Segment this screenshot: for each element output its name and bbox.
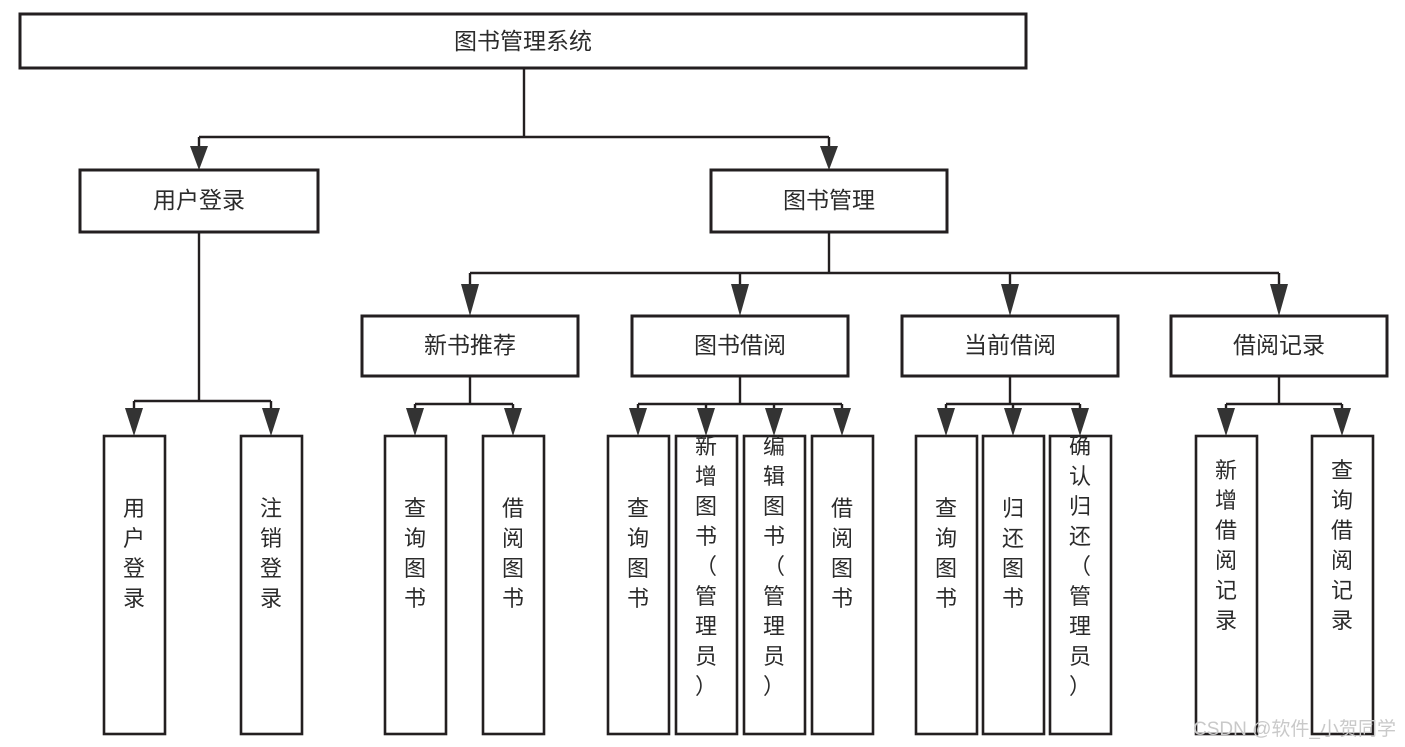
node-book-manage[interactable]: 图书管理 xyxy=(709,168,949,234)
node-leaf-user-login-box[interactable] xyxy=(102,434,167,736)
arrow-head-book-borrow xyxy=(731,284,749,316)
connector-layer xyxy=(125,68,1351,436)
node-leaf-query-book-2[interactable]: 查询图书 xyxy=(606,434,671,736)
node-leaf-add-record-box[interactable] xyxy=(1194,434,1259,736)
node-current-borrow-label: 当前借阅 xyxy=(964,332,1056,358)
node-leaf-logout-login-box[interactable] xyxy=(239,434,304,736)
node-borrow-record[interactable]: 借阅记录 xyxy=(1169,314,1389,378)
arrow-head-leaf-query-book-2 xyxy=(629,408,647,436)
arrow-head-new-book-recommend xyxy=(461,284,479,316)
node-leaf-query-book-1-label: 查询图书 xyxy=(404,496,426,611)
node-new-book-recommend-box[interactable] xyxy=(360,314,580,378)
node-leaf-confirm-return-box[interactable] xyxy=(1048,434,1113,736)
csdn-watermark: CSDN @软件_小贺同学 xyxy=(1193,718,1396,740)
node-leaf-borrow-book-2-box[interactable] xyxy=(810,434,875,736)
arrow-head-leaf-query-book-1 xyxy=(406,408,424,436)
arrow-head-leaf-return-book xyxy=(1004,408,1022,436)
node-user-login[interactable]: 用户登录 xyxy=(78,168,320,234)
node-leaf-return-book-label: 归还图书 xyxy=(1002,496,1024,611)
node-leaf-borrow-book-1-box[interactable] xyxy=(481,434,546,736)
arrow-head-leaf-user-login xyxy=(125,408,143,436)
node-book-borrow[interactable]: 图书借阅 xyxy=(630,314,850,378)
arrow-head-leaf-edit-book xyxy=(765,408,783,436)
node-leaf-edit-book[interactable]: 编辑图书（管理员） xyxy=(742,434,807,736)
node-book-manage-label: 图书管理 xyxy=(783,187,875,213)
arrow-head-bookmanage xyxy=(820,146,838,170)
arrow-head-userlogin xyxy=(190,146,208,170)
node-leaf-query-record-label: 查询借阅记录 xyxy=(1331,458,1353,633)
node-current-borrow-box[interactable] xyxy=(900,314,1120,378)
node-leaf-add-book-box[interactable] xyxy=(674,434,739,736)
arrow-head-leaf-confirm-return xyxy=(1071,408,1089,436)
node-leaf-return-book-box[interactable] xyxy=(981,434,1046,736)
node-book-manage-box[interactable] xyxy=(709,168,949,234)
arrow-head-borrow-record xyxy=(1270,284,1288,316)
node-leaf-edit-book-box[interactable] xyxy=(742,434,807,736)
node-leaf-logout-login[interactable]: 注销登录 xyxy=(239,434,304,736)
arrow-head-leaf-query-record xyxy=(1333,408,1351,436)
node-leaf-query-book-2-label: 查询图书 xyxy=(627,496,649,611)
arrow-head-leaf-query-book-3 xyxy=(937,408,955,436)
node-leaf-borrow-book-2[interactable]: 借阅图书 xyxy=(810,434,875,736)
node-leaf-query-record-box[interactable] xyxy=(1310,434,1375,736)
arrow-head-leaf-borrow-book-1 xyxy=(504,408,522,436)
node-leaf-user-login-label: 用户登录 xyxy=(123,496,145,611)
node-book-borrow-box[interactable] xyxy=(630,314,850,378)
node-leaf-user-login[interactable]: 用户登录 xyxy=(102,434,167,736)
arrow-head-leaf-borrow-book-2 xyxy=(833,408,851,436)
node-leaf-query-book-3-box[interactable] xyxy=(914,434,979,736)
node-user-login-box[interactable] xyxy=(78,168,320,234)
node-leaf-confirm-return-label: 确认归还（管理员） xyxy=(1069,434,1091,699)
node-current-borrow[interactable]: 当前借阅 xyxy=(900,314,1120,378)
node-root-label: 图书管理系统 xyxy=(454,28,592,54)
node-leaf-query-book-1-box[interactable] xyxy=(383,434,448,736)
node-root-box[interactable] xyxy=(18,12,1028,70)
node-leaf-query-book-3[interactable]: 查询图书 xyxy=(914,434,979,736)
node-borrow-record-box[interactable] xyxy=(1169,314,1389,378)
arrow-head-leaf-add-book xyxy=(697,408,715,436)
node-new-book-recommend[interactable]: 新书推荐 xyxy=(360,314,580,378)
node-leaf-edit-book-label: 编辑图书（管理员） xyxy=(763,434,785,699)
arrow-head-current-borrow xyxy=(1001,284,1019,316)
node-user-login-label: 用户登录 xyxy=(153,187,245,213)
node-root[interactable]: 图书管理系统 xyxy=(18,12,1028,70)
node-leaf-return-book[interactable]: 归还图书 xyxy=(981,434,1046,736)
node-leaf-add-book-label: 新增图书（管理员） xyxy=(695,434,717,699)
node-leaf-query-book-3-label: 查询图书 xyxy=(935,496,957,611)
node-leaf-logout-login-label: 注销登录 xyxy=(260,496,282,611)
node-leaf-add-record[interactable]: 新增借阅记录 xyxy=(1194,434,1259,736)
node-leaf-query-book-2-box[interactable] xyxy=(606,434,671,736)
node-leaf-confirm-return[interactable]: 确认归还（管理员） xyxy=(1048,434,1113,736)
node-leaf-query-record[interactable]: 查询借阅记录 xyxy=(1310,434,1375,736)
arrow-head-leaf-add-record xyxy=(1217,408,1235,436)
node-leaf-borrow-book-2-label: 借阅图书 xyxy=(831,496,853,611)
node-leaf-add-book[interactable]: 新增图书（管理员） xyxy=(674,434,739,736)
node-book-borrow-label: 图书借阅 xyxy=(694,332,786,358)
node-borrow-record-label: 借阅记录 xyxy=(1233,332,1325,358)
node-leaf-query-book-1[interactable]: 查询图书 xyxy=(383,434,448,736)
node-new-book-recommend-label: 新书推荐 xyxy=(424,332,516,358)
node-leaf-borrow-book-1-label: 借阅图书 xyxy=(502,496,524,611)
node-leaf-borrow-book-1[interactable]: 借阅图书 xyxy=(481,434,546,736)
arrow-head-leaf-logout-login xyxy=(262,408,280,436)
node-leaf-add-record-label: 新增借阅记录 xyxy=(1215,458,1237,633)
